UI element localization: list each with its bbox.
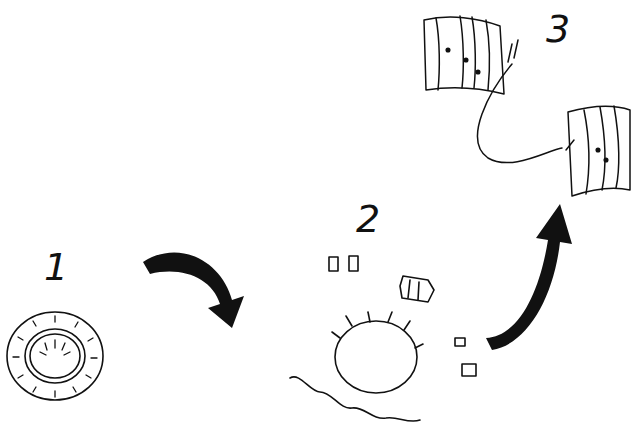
callout-number: 2 — [356, 200, 380, 238]
callout-number: 3 — [546, 10, 570, 48]
curved-arrow — [143, 252, 244, 328]
curved-arrow — [486, 204, 572, 350]
cell-figure — [290, 256, 476, 421]
chromosome-figure — [424, 16, 630, 196]
callout-number: 1 — [44, 248, 68, 286]
cell-figure — [7, 312, 103, 400]
